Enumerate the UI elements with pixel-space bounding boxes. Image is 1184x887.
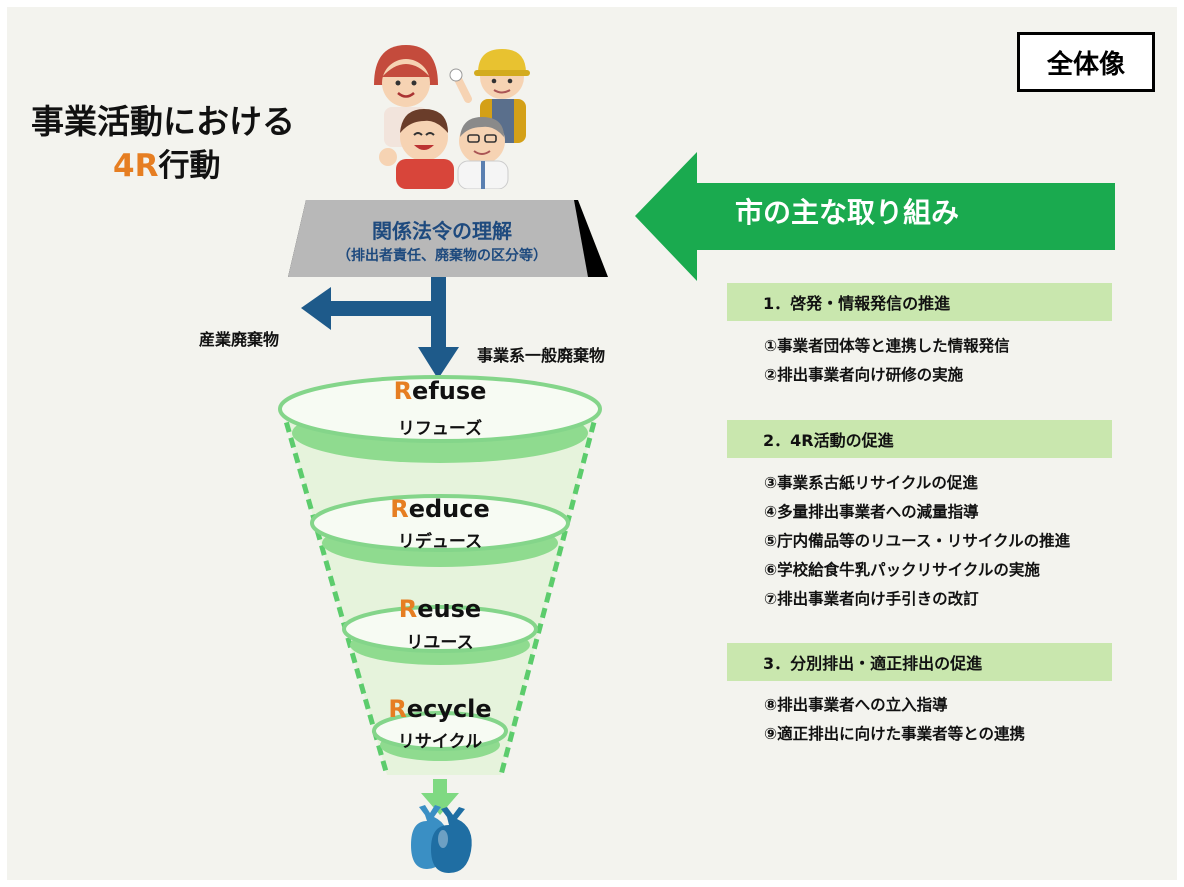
reduce-rest: educe bbox=[408, 495, 490, 523]
section-1-item: ②排出事業者向け研修の実施 bbox=[764, 366, 964, 384]
section-2-item: ⑥学校給食牛乳パックリサイクルの実施 bbox=[764, 561, 1040, 579]
section-2-item: ⑦排出事業者向け手引きの改訂 bbox=[764, 590, 979, 608]
overview-badge-label: 全体像 bbox=[1046, 49, 1125, 80]
reduce-label: Reduce bbox=[340, 495, 540, 523]
law-box bbox=[288, 200, 588, 277]
output-arrow bbox=[421, 779, 459, 815]
section-3-item: ⑧排出事業者への立入指導 bbox=[764, 696, 948, 714]
section-1-item: ①事業者団体等と連携した情報発信 bbox=[764, 337, 1010, 355]
section-3-header: 3．分別排出・適正排出の促進 bbox=[727, 643, 1112, 681]
reuse-initial: R bbox=[398, 595, 418, 623]
title-highlight-4r: 4R bbox=[113, 148, 159, 184]
section-1-header: 1．啓発・情報発信の推進 bbox=[727, 283, 1112, 321]
slide: 全体像 事業活動における 4R行動 bbox=[7, 7, 1177, 880]
refuse-rest: efuse bbox=[412, 377, 487, 405]
refuse-initial: R bbox=[393, 377, 413, 405]
reuse-rest: euse bbox=[417, 595, 482, 623]
law-box-subtitle: （排出者責任、廃棄物の区分等） bbox=[337, 248, 547, 264]
recycle-label: Recycle bbox=[340, 695, 540, 723]
reuse-label: Reuse bbox=[340, 595, 540, 623]
city-initiatives-label: 市の主な取り組み bbox=[735, 196, 960, 229]
general-waste-label: 事業系一般廃棄物 bbox=[477, 346, 606, 365]
reuse-japanese-label: リユース bbox=[406, 633, 474, 653]
worker-man-figure bbox=[379, 109, 454, 189]
funnel bbox=[278, 375, 602, 776]
garbage-bags-icon bbox=[411, 805, 472, 873]
law-box-title: 関係法令の理解 bbox=[372, 219, 512, 243]
page-title-line2: 4R行動 bbox=[113, 140, 220, 185]
title-action: 行動 bbox=[158, 148, 221, 184]
flow-arrows bbox=[301, 277, 459, 379]
section-2-item: ⑤庁内備品等のリユース・リサイクルの推進 bbox=[764, 532, 1071, 550]
refuse-label: Refuse bbox=[340, 377, 540, 405]
people-illustration bbox=[374, 45, 530, 189]
industrial-waste-label: 産業廃棄物 bbox=[199, 330, 280, 349]
city-initiatives-arrow bbox=[635, 152, 1115, 281]
page-title-line1: 事業活動における bbox=[31, 102, 295, 141]
section-2-item: ④多量排出事業者への減量指導 bbox=[764, 503, 979, 521]
office-man-figure bbox=[457, 117, 509, 189]
overview-badge: 全体像 bbox=[1017, 32, 1155, 92]
refuse-japanese-label: リフューズ bbox=[397, 419, 483, 439]
section-3-item: ⑨適正排出に向けた事業者等との連携 bbox=[764, 725, 1025, 743]
section-2-item: ③事業系古紙リサイクルの促進 bbox=[764, 474, 978, 492]
flow-graphics bbox=[278, 152, 1115, 873]
recycle-initial: R bbox=[388, 695, 407, 723]
reduce-japanese-label: リデュース bbox=[397, 532, 483, 552]
recycle-japanese-label: リサイクル bbox=[397, 732, 483, 752]
recycle-rest: ecycle bbox=[406, 695, 492, 723]
section-2-header: 2．4R活動の促進 bbox=[727, 420, 1112, 458]
reduce-initial: R bbox=[390, 495, 409, 523]
